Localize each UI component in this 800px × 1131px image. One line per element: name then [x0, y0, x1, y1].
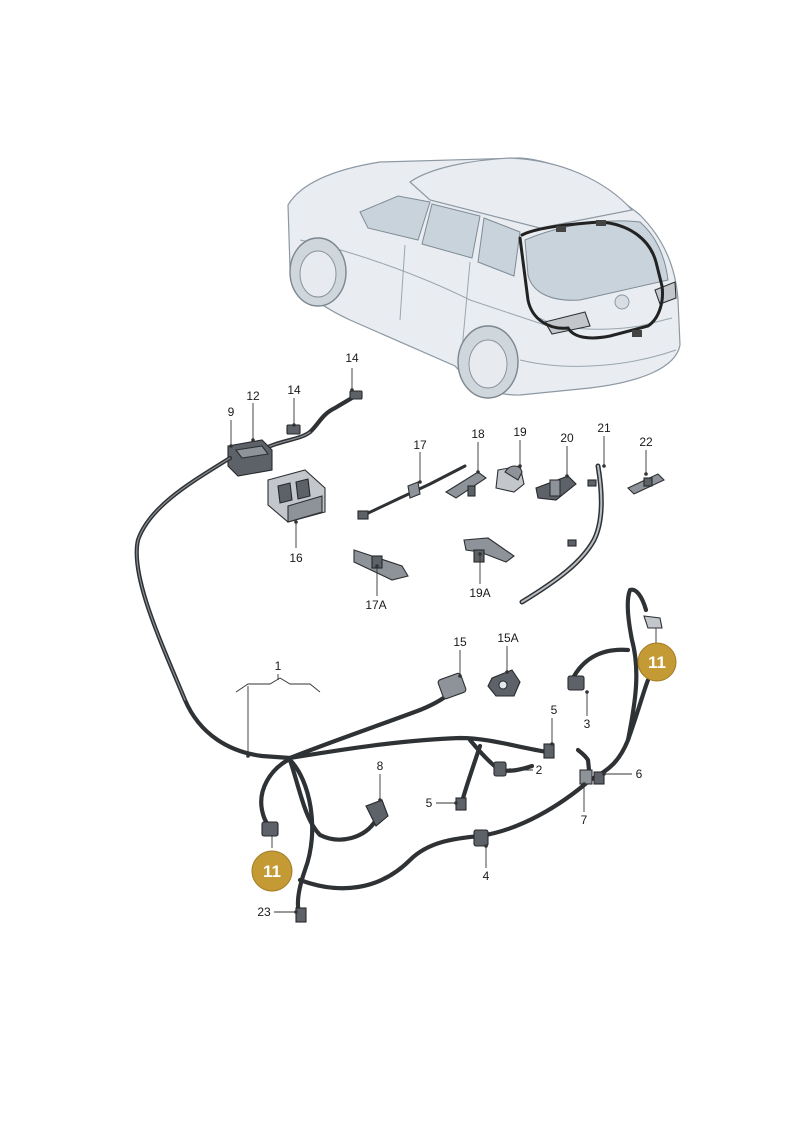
clip-parts-group	[353, 463, 665, 605]
callout-22: 22	[639, 435, 653, 449]
callout-15a: 15A	[497, 631, 518, 645]
callout-3: 3	[584, 717, 591, 731]
leader-lines	[229, 368, 657, 914]
callout-17: 17	[413, 438, 427, 452]
callout-2: 2	[536, 763, 543, 777]
clamp-part-15a	[487, 669, 521, 697]
badge-11-right: 11	[637, 642, 677, 682]
badge-11-right-label: 11	[648, 653, 666, 672]
callout-14: 14	[287, 383, 301, 397]
callout-1: 1	[275, 659, 282, 673]
callout-17a: 17A	[365, 598, 386, 612]
badge-11-left-label: 11	[263, 862, 281, 881]
callout-4: 4	[483, 869, 490, 883]
callout-9: 9	[228, 405, 235, 419]
callout-14-top: 14	[345, 351, 359, 365]
callout-6: 6	[636, 767, 643, 781]
vehicle-illustration	[287, 157, 681, 399]
main-wiring-harness	[134, 455, 663, 923]
callout-7: 7	[581, 813, 588, 827]
callout-15: 15	[453, 635, 467, 649]
badge-11-left: 11	[251, 850, 293, 892]
callout-5-lower: 5	[426, 796, 433, 810]
callout-labels: 14 14 12 9 16 17 18 19 20 21 22 17A 19A …	[228, 351, 653, 919]
callout-19a: 19A	[469, 586, 490, 600]
tailgate-connector-assembly	[227, 390, 363, 523]
callout-12: 12	[246, 389, 260, 403]
callout-8: 8	[377, 759, 384, 773]
callout-5-upper: 5	[551, 703, 558, 717]
callout-20: 20	[560, 431, 574, 445]
callout-21: 21	[597, 421, 611, 435]
callout-19: 19	[513, 425, 527, 439]
callout-18: 18	[471, 427, 485, 441]
callout-23: 23	[257, 905, 271, 919]
callout-16: 16	[289, 551, 303, 565]
